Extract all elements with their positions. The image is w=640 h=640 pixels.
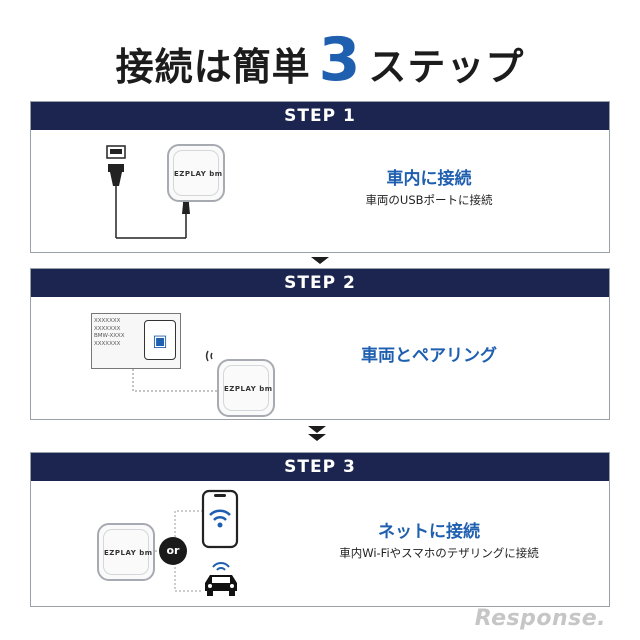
screen-line: XXXXXXX xyxy=(94,318,121,324)
pairing-line xyxy=(132,369,217,392)
car-icon xyxy=(205,562,237,596)
step-1-panel: STEP 1 EZPLAY bm 車内に接続 車両のUSBポートに接続 xyxy=(30,101,610,253)
device-logo: EZPLAY bm xyxy=(174,170,223,178)
step-1-heading: 車内に接続 xyxy=(386,169,472,189)
screen-line: BMW-XXXX xyxy=(94,333,125,339)
wireless-charging-icon: ▣ xyxy=(144,320,176,360)
screen-line: XXXXXXX xyxy=(94,325,121,332)
ezplay-device-2: EZPLAY bm xyxy=(217,359,275,417)
wifi-signal-icon xyxy=(205,350,213,362)
chevron-down-icon xyxy=(308,426,326,433)
step-2-header: STEP 2 xyxy=(31,269,609,297)
step-2-heading: 車両とペアリング xyxy=(361,346,497,366)
title-number: 3 xyxy=(318,25,361,95)
step-3-description: 車内Wi-Fiやスマホのテザリングに接続 xyxy=(339,546,539,560)
smartphone-icon xyxy=(201,489,239,549)
step-3-panel: STEP 3 EZPLAY bm or ネットに接続 車内Wi-Fi xyxy=(30,452,610,607)
ezplay-device-1: EZPLAY bm xyxy=(167,144,225,202)
step-3-header: STEP 3 xyxy=(31,453,609,481)
chevron-down-icon xyxy=(308,434,326,441)
step-2-panel: STEP 2 XXXXXXX XXXXXXX BMW-XXXX XXXXXXX … xyxy=(30,268,610,420)
car-display: XXXXXXX XXXXXXX BMW-XXXX XXXXXXX ▣ xyxy=(91,313,181,369)
step-3-heading: ネットに接続 xyxy=(378,522,480,542)
step-1-description: 車両のUSBポートに接続 xyxy=(365,193,493,207)
chevron-down-icon xyxy=(311,257,329,264)
title-text-2: ステップ xyxy=(368,45,525,89)
device-logo: EZPLAY bm xyxy=(224,385,273,393)
device-logo: EZPLAY bm xyxy=(104,549,153,557)
step-1-header: STEP 1 xyxy=(31,102,609,130)
screen-line: XXXXXXX xyxy=(94,340,121,347)
page-title: 接続は簡単 3 ステップ xyxy=(0,22,640,92)
title-text-1: 接続は簡単 xyxy=(115,45,311,89)
response-watermark: Response. xyxy=(474,606,606,631)
or-badge: or xyxy=(159,537,187,565)
ezplay-device-3: EZPLAY bm xyxy=(97,523,155,581)
